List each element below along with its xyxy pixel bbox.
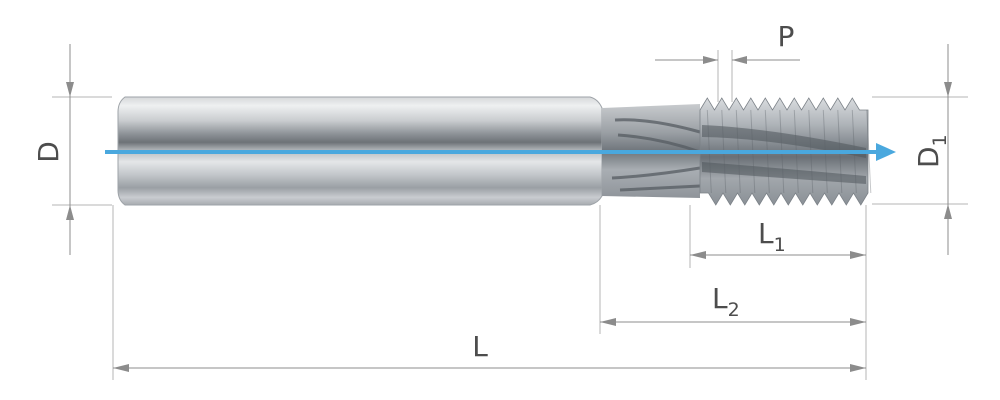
dimension-l: L [112,205,867,380]
label-l2: L2 [712,282,740,321]
axis-arrow [105,143,896,161]
flutes [611,118,701,192]
dimension-d: D [32,44,112,255]
label-d1: D1 [912,134,951,168]
label-l: L [472,330,488,363]
label-p: P [778,20,795,53]
label-l1: L1 [758,217,786,256]
dimension-l1: L1 [689,205,867,268]
flute-band-2 [702,162,866,184]
dimension-d1: D1 [872,44,968,255]
label-d: D [32,141,65,163]
flute-band-1 [702,125,866,158]
dimension-l2: L2 [599,205,867,334]
dimension-p: P [655,20,800,102]
